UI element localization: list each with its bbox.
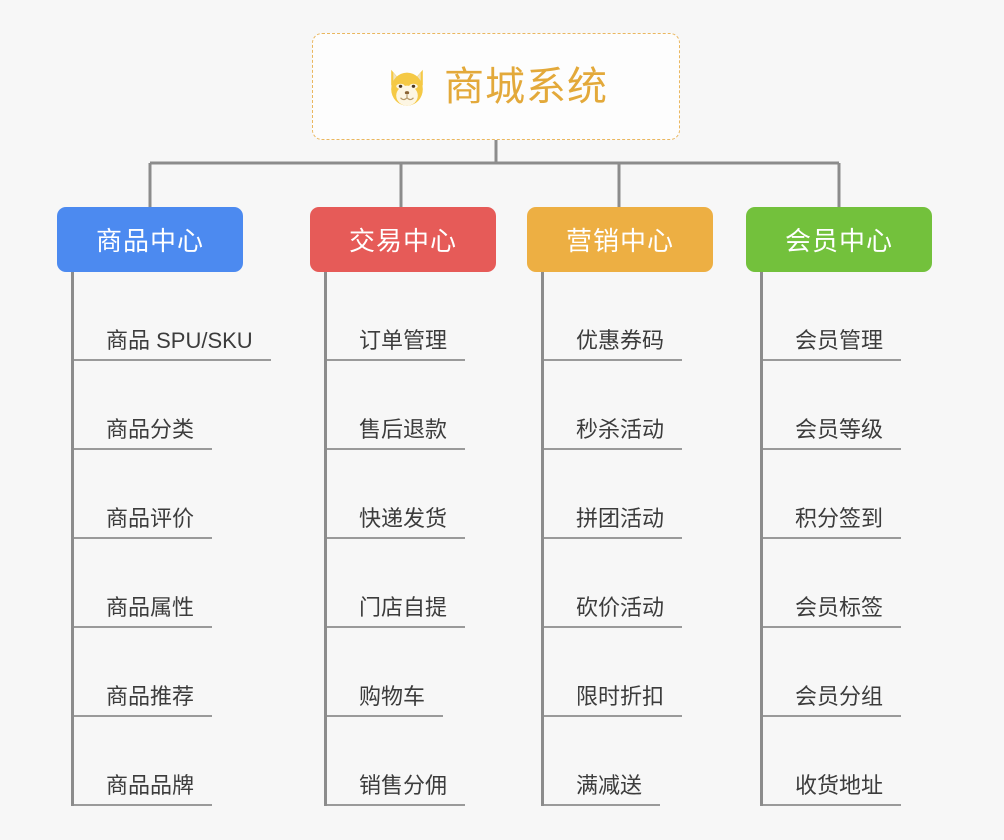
list-item[interactable]: 收货地址 bbox=[763, 717, 969, 806]
leaf-label: 售后退款 bbox=[327, 417, 466, 450]
list-item[interactable]: 优惠券码 bbox=[544, 272, 750, 361]
leaf-label: 商品推荐 bbox=[74, 684, 213, 717]
list-item[interactable]: 商品评价 bbox=[74, 450, 280, 539]
leaf-label: 购物车 bbox=[327, 684, 444, 717]
leaf-list-2: 订单管理 售后退款 快递发货 门店自提 购物车 销售分佣 bbox=[324, 272, 533, 806]
leaf-label: 商品评价 bbox=[74, 506, 213, 539]
leaf-label: 商品品牌 bbox=[74, 773, 213, 806]
list-item[interactable]: 购物车 bbox=[327, 628, 533, 717]
category-header-4[interactable]: 会员中心 bbox=[746, 207, 932, 272]
list-item[interactable]: 会员等级 bbox=[763, 361, 969, 450]
leaf-label: 会员分组 bbox=[763, 684, 902, 717]
leaf-label: 收货地址 bbox=[763, 773, 902, 806]
leaf-label: 商品分类 bbox=[74, 417, 213, 450]
leaf-list-3: 优惠券码 秒杀活动 拼团活动 砍价活动 限时折扣 满减送 bbox=[541, 272, 750, 806]
category-header-3[interactable]: 营销中心 bbox=[527, 207, 713, 272]
leaf-label: 订单管理 bbox=[327, 328, 466, 361]
shiba-dog-face-icon bbox=[391, 69, 423, 106]
list-item[interactable]: 商品分类 bbox=[74, 361, 280, 450]
list-item[interactable]: 销售分佣 bbox=[327, 717, 533, 806]
leaf-label: 优惠券码 bbox=[544, 328, 683, 361]
list-item[interactable]: 商品属性 bbox=[74, 539, 280, 628]
list-item[interactable]: 满减送 bbox=[544, 717, 750, 806]
leaf-label: 砍价活动 bbox=[544, 595, 683, 628]
list-item[interactable]: 商品品牌 bbox=[74, 717, 280, 806]
root-node[interactable]: 商城系统 bbox=[312, 33, 680, 140]
leaf-label: 拼团活动 bbox=[544, 506, 683, 539]
leaf-label: 秒杀活动 bbox=[544, 417, 683, 450]
category-header-2[interactable]: 交易中心 bbox=[310, 207, 496, 272]
list-item[interactable]: 商品推荐 bbox=[74, 628, 280, 717]
leaf-label: 销售分佣 bbox=[327, 773, 466, 806]
list-item[interactable]: 砍价活动 bbox=[544, 539, 750, 628]
list-item[interactable]: 商品 SPU/SKU bbox=[74, 272, 280, 361]
leaf-label: 会员管理 bbox=[763, 328, 902, 361]
root-title: 商城系统 bbox=[444, 64, 608, 109]
leaf-label: 商品 SPU/SKU bbox=[74, 328, 271, 361]
list-item[interactable]: 积分签到 bbox=[763, 450, 969, 539]
category-column-商品中心: 商品中心 商品 SPU/SKU 商品分类 商品评价 商品属性 商品推荐 商品品牌 bbox=[57, 207, 277, 806]
leaf-label: 商品属性 bbox=[74, 595, 213, 628]
list-item[interactable]: 会员管理 bbox=[763, 272, 969, 361]
category-column-交易中心: 交易中心 订单管理 售后退款 快递发货 门店自提 购物车 销售分佣 bbox=[310, 207, 530, 806]
leaf-list-1: 商品 SPU/SKU 商品分类 商品评价 商品属性 商品推荐 商品品牌 bbox=[71, 272, 280, 806]
category-column-会员中心: 会员中心 会员管理 会员等级 积分签到 会员标签 会员分组 收货地址 bbox=[746, 207, 966, 806]
category-column-营销中心: 营销中心 优惠券码 秒杀活动 拼团活动 砍价活动 限时折扣 满减送 bbox=[527, 207, 747, 806]
list-item[interactable]: 会员分组 bbox=[763, 628, 969, 717]
list-item[interactable]: 秒杀活动 bbox=[544, 361, 750, 450]
list-item[interactable]: 门店自提 bbox=[327, 539, 533, 628]
leaf-label: 会员等级 bbox=[763, 417, 902, 450]
leaf-label: 快递发货 bbox=[327, 506, 466, 539]
list-item[interactable]: 订单管理 bbox=[327, 272, 533, 361]
leaf-list-4: 会员管理 会员等级 积分签到 会员标签 会员分组 收货地址 bbox=[760, 272, 969, 806]
leaf-label: 积分签到 bbox=[763, 506, 902, 539]
category-header-1[interactable]: 商品中心 bbox=[57, 207, 243, 272]
leaf-label: 限时折扣 bbox=[544, 684, 683, 717]
list-item[interactable]: 拼团活动 bbox=[544, 450, 750, 539]
leaf-label: 满减送 bbox=[544, 773, 661, 806]
list-item[interactable]: 会员标签 bbox=[763, 539, 969, 628]
leaf-label: 门店自提 bbox=[327, 595, 466, 628]
list-item[interactable]: 快递发货 bbox=[327, 450, 533, 539]
list-item[interactable]: 限时折扣 bbox=[544, 628, 750, 717]
leaf-label: 会员标签 bbox=[763, 595, 902, 628]
list-item[interactable]: 售后退款 bbox=[327, 361, 533, 450]
